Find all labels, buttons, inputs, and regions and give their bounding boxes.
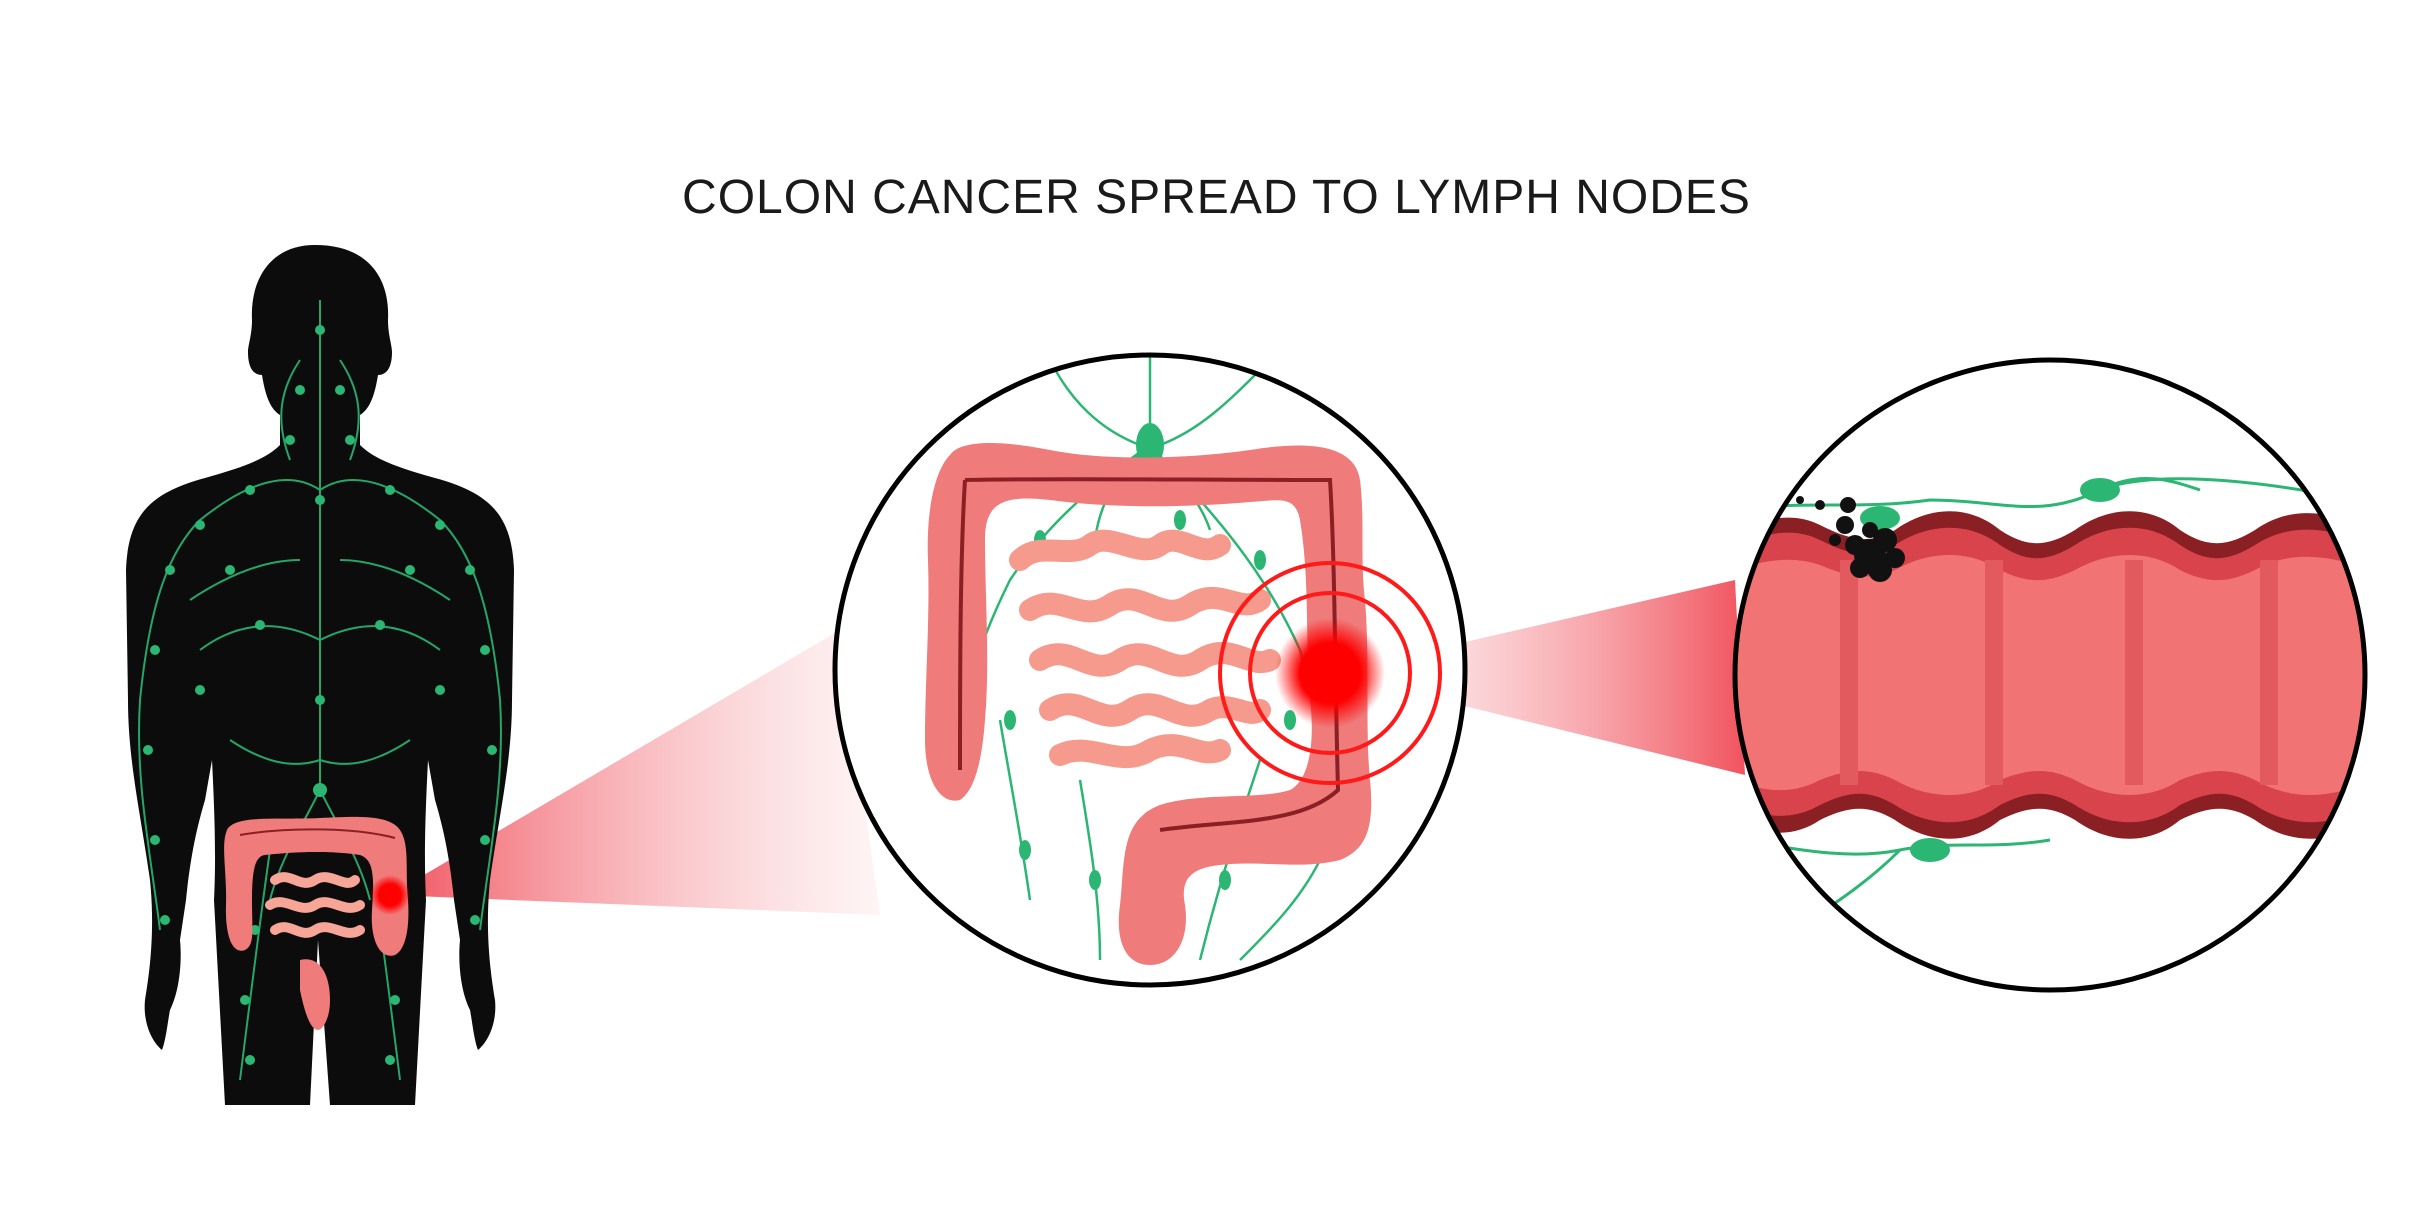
zoom-beam-colon-to-wall [1330,580,1745,775]
metastatic-cluster-icon [1796,496,1905,582]
body-figure [126,245,514,1105]
lymphatic-system-icon [138,300,502,1081]
colon-icon [925,443,1372,965]
zoom-beam-body-to-colon [390,630,880,915]
lymph-vessel-icon [1739,477,2331,922]
lymph-node-dots [143,325,497,1065]
intestines-icon [224,816,409,1030]
colon-wall-closeup [1732,357,2368,993]
diagram-title: COLON CANCER SPREAD TO LYMPH NODES [682,171,1751,224]
small-intestine-icon [1009,529,1281,769]
colon-magnified [832,352,1468,988]
tumor-spot-icon [370,875,410,915]
tumor-target-icon [1218,561,1442,785]
